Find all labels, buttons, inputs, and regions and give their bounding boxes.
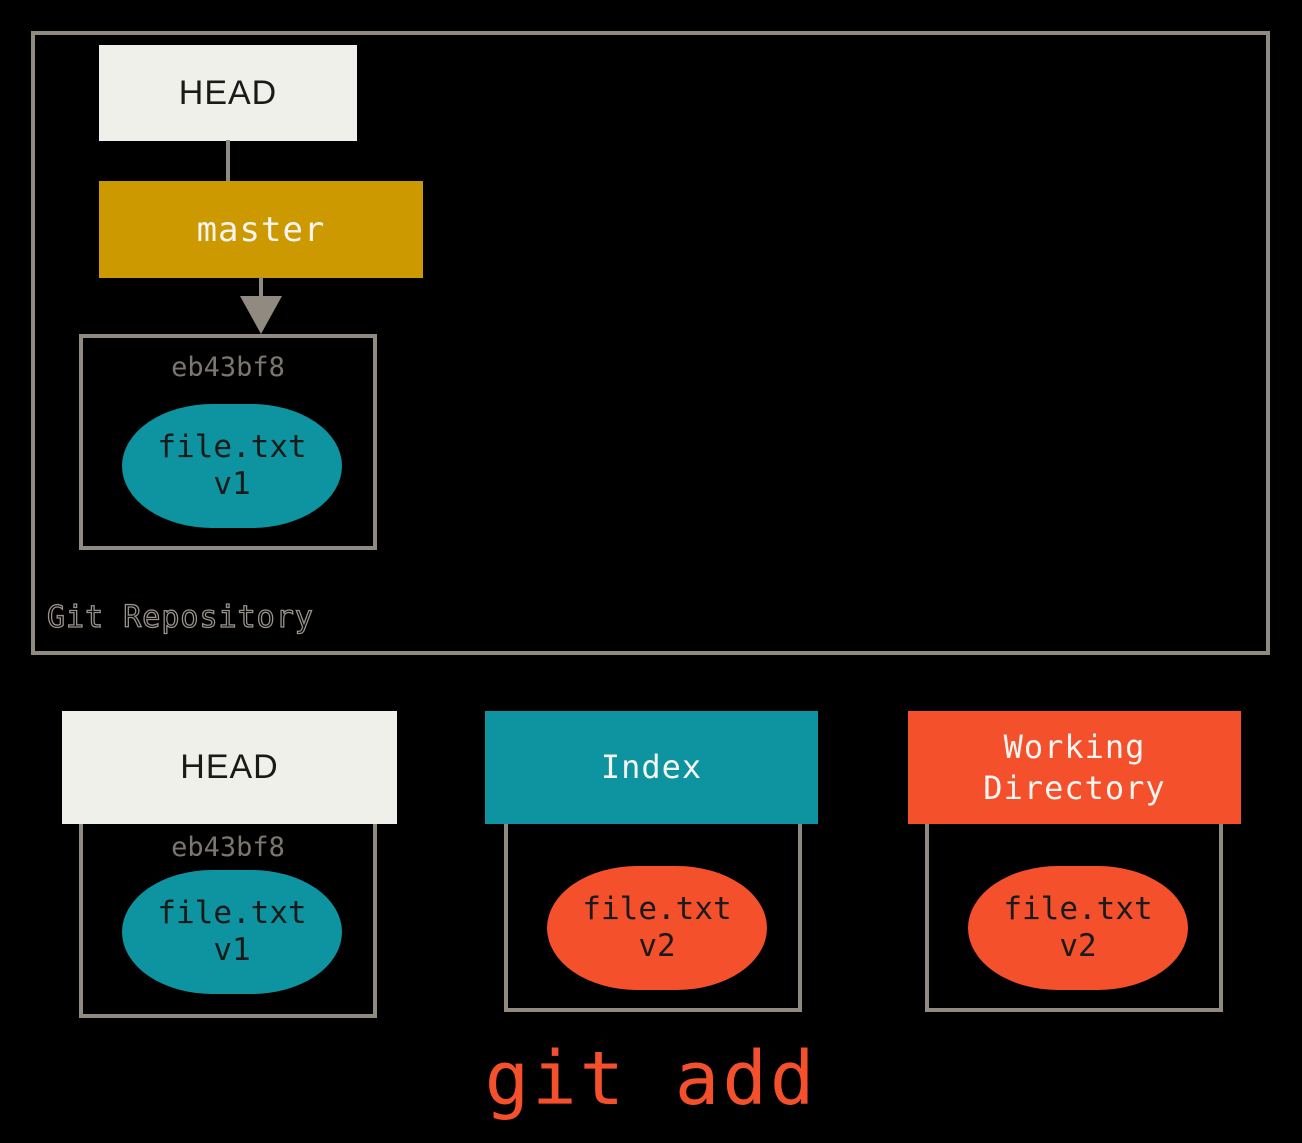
blob-version: v1 <box>213 932 251 968</box>
panel-head-body: eb43bf8 file.txt v1 <box>79 820 377 1018</box>
panel-index-body: file.txt v2 <box>504 820 802 1012</box>
blob-version: v1 <box>213 466 251 502</box>
repo-master-branch-box: master <box>99 181 423 278</box>
blob-filename: file.txt <box>157 429 307 466</box>
panel-head-sha: eb43bf8 <box>171 832 285 863</box>
blob-filename: file.txt <box>157 895 307 932</box>
blob-filename: file.txt <box>1003 891 1153 928</box>
head-to-master-connector <box>226 140 230 182</box>
panel-working-directory-title-line2: Directory <box>983 768 1166 807</box>
panel-working-directory-header: Working Directory <box>908 711 1241 824</box>
panel-head-blob: file.txt v1 <box>122 870 342 994</box>
panel-working-directory-body: file.txt v2 <box>925 820 1223 1012</box>
panel-index-blob: file.txt v2 <box>547 866 767 990</box>
panel-index-header: Index <box>485 711 818 824</box>
blob-version: v2 <box>638 928 676 964</box>
arrow-down-icon <box>240 296 282 334</box>
blob-version: v2 <box>1059 928 1097 964</box>
repo-commit-box: eb43bf8 file.txt v1 <box>79 334 377 550</box>
git-repository-container <box>31 31 1270 655</box>
panel-head-header: HEAD <box>62 711 397 824</box>
panel-working-directory-blob: file.txt v2 <box>968 866 1188 990</box>
repo-commit-blob: file.txt v1 <box>122 404 342 528</box>
git-repository-label: Git Repository <box>46 600 314 635</box>
command-caption: git add <box>484 1036 818 1122</box>
panel-working-directory-title-line1: Working <box>1003 727 1146 766</box>
repo-commit-sha: eb43bf8 <box>171 352 285 383</box>
repo-head-box: HEAD <box>99 45 357 141</box>
blob-filename: file.txt <box>582 891 732 928</box>
